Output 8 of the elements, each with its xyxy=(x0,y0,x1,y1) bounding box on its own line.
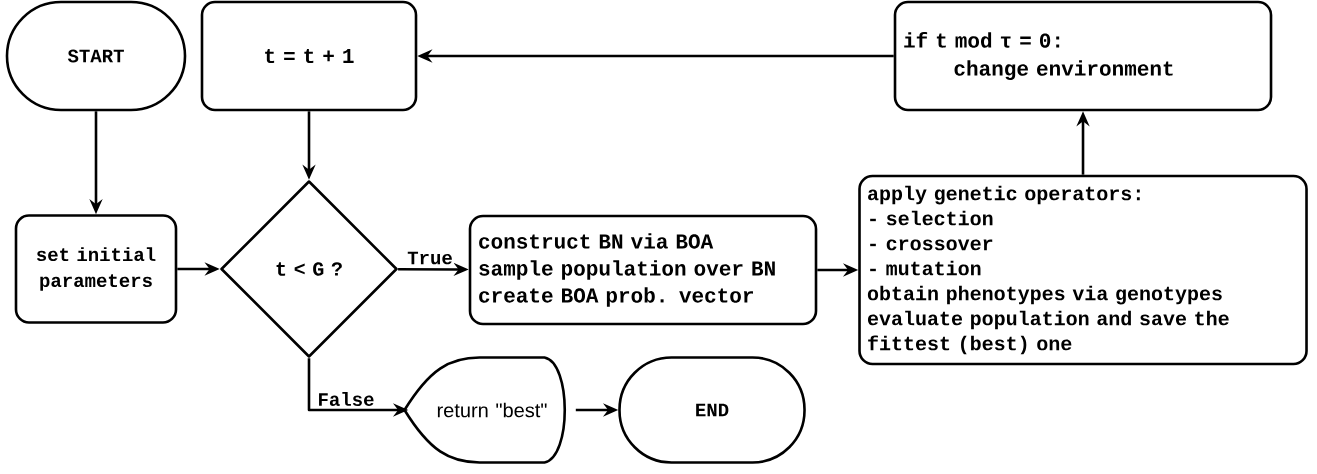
display-shape: return "best" xyxy=(403,356,567,464)
process-box: t = t + 1 xyxy=(200,0,418,112)
process-box: set initial parameters xyxy=(14,214,178,324)
process-box: if t mod τ = 0: change environment xyxy=(893,0,1273,112)
edge-label: True xyxy=(406,250,454,266)
process-box: construct BN via BOA sample population over BN create BOA prob. vector xyxy=(468,214,818,326)
edge-label: False xyxy=(316,391,376,407)
process-box: apply genetic operators: - selection - crossover - mutation obtain phenotypes via genotypes evaluate population and save the fittest (best) one xyxy=(858,174,1308,366)
